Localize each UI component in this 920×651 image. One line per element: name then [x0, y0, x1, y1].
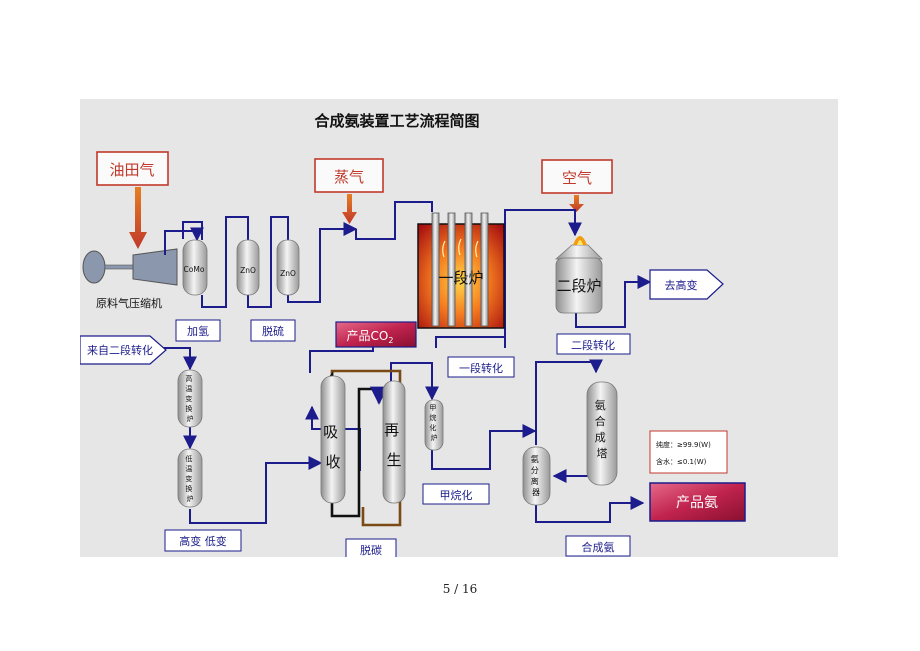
separator-char-3: 离 [531, 476, 539, 486]
tower-char-2: 合 [595, 414, 606, 428]
hydrogenation-label: 加氢 [187, 324, 209, 338]
compressor-label: 原料气压缩机 [96, 296, 162, 310]
lt-char-2: 温 [185, 464, 192, 473]
air-label: 空气 [562, 169, 592, 187]
desulfurization-label: 脱硫 [262, 324, 284, 338]
methanator-char-1: 甲 [429, 404, 436, 412]
rich-solution-loop [330, 369, 402, 527]
steam-input: 蒸气 [314, 158, 384, 193]
primary-reformer: 一段炉 [417, 212, 505, 329]
synthesis-label-box: 合成氨 [565, 535, 631, 557]
product-co2-box: 产品CO2 [335, 321, 417, 348]
secondary-reforming-label-box: 二段转化 [556, 333, 631, 355]
absorber-char-1: 吸 [323, 423, 338, 441]
from-secondary-arrow: 来自二段转化 [79, 335, 167, 365]
svg-text:产品CO2: 产品CO2 [347, 329, 394, 345]
air-input: 空气 [541, 159, 613, 194]
oilfield-gas-label: 油田气 [109, 161, 154, 179]
methanator-char-2: 烷 [429, 413, 436, 422]
product-spec-box: 纯度：≥99.9(W) 含水：≤0.1(W) [649, 430, 728, 474]
decarbonization-label-box: 脱碳 [345, 538, 397, 560]
product-co2-subscript: 2 [388, 336, 393, 345]
primary-reforming-label-box: 一段转化 [447, 356, 515, 378]
shift-label-box: 高变 低变 [164, 529, 242, 552]
decarbonization-label: 脱碳 [360, 543, 382, 557]
secondary-reformer: 二段炉 [554, 236, 603, 314]
ammonia-separator: 氨 分 离 器 [522, 446, 551, 506]
separator-char-4: 器 [532, 488, 540, 497]
lt-char-4: 换 [185, 484, 192, 493]
shift-label: 高变 低变 [179, 534, 227, 548]
product-ammonia-box: 产品氨 [649, 482, 746, 522]
to-shift-arrow: 去高变 [649, 269, 724, 300]
high-temp-shift-converter: 高 温 变 换 炉 [177, 369, 203, 428]
from-secondary-label: 来自二段转化 [87, 343, 153, 357]
lt-char-1: 低 [185, 454, 192, 463]
lt-char-5: 炉 [187, 494, 194, 503]
tower-char-3: 成 [595, 431, 606, 444]
desulfurization-label-box: 脱硫 [250, 319, 296, 342]
ammonia-synthesis-tower: 氨 合 成 塔 [586, 381, 618, 486]
process-flow-diagram: 合成氨装置工艺流程简图 油田气 蒸气 空气 原料气压缩机 [79, 112, 746, 560]
svg-text:氨 合 成 塔: 氨 合 成 塔 [595, 399, 610, 460]
zno2-label: ZnO [280, 269, 296, 278]
to-shift-label: 去高变 [665, 278, 698, 292]
ht-char-4: 换 [185, 404, 192, 413]
oilfield-gas-arrow [129, 187, 147, 249]
methanator-char-4: 炉 [431, 433, 438, 442]
oilfield-gas-input: 油田气 [96, 151, 169, 186]
svg-text:氨 分 离 器: 氨 分 离 器 [531, 454, 542, 497]
svg-text:吸 收: 吸 收 [323, 423, 343, 471]
diagram-title: 合成氨装置工艺流程简图 [313, 112, 479, 130]
como-label: CoMo [184, 265, 205, 274]
ht-char-1: 高 [185, 374, 192, 383]
purity-spec: 纯度：≥99.9(W) [656, 440, 711, 449]
regenerator-char-1: 再 [384, 421, 399, 439]
secondary-reforming-label: 二段转化 [571, 338, 615, 352]
ht-char-2: 温 [185, 384, 192, 393]
zno1-label: ZnO [240, 266, 256, 275]
regenerator-char-2: 生 [386, 451, 401, 469]
zno-reactor-2: ZnO [276, 239, 300, 296]
svg-text:低 温 变 换: 低 温 变 换 炉 [185, 454, 194, 503]
como-reactor: CoMo [182, 239, 208, 296]
diagram-panel: 合成氨装置工艺流程简图 油田气 蒸气 空气 原料气压缩机 [79, 99, 838, 560]
primary-reforming-label: 一段转化 [459, 361, 503, 375]
methanation-label: 甲烷化 [440, 488, 473, 502]
product-ammonia-label: 产品氨 [676, 495, 718, 511]
feed-gas-compressor [82, 248, 178, 286]
absorber-char-2: 收 [325, 453, 340, 471]
steam-label: 蒸气 [334, 168, 364, 186]
separator-char-1: 氨 [531, 454, 539, 464]
lt-char-3: 变 [185, 474, 192, 483]
absorber-column: 吸 收 [320, 375, 346, 504]
low-temp-shift-converter: 低 温 变 换 炉 [177, 448, 203, 508]
tower-char-4: 塔 [597, 447, 608, 460]
synthesis-label: 合成氨 [582, 540, 615, 554]
regenerator-column: 再 生 [382, 380, 406, 504]
methanator: 甲 烷 化 炉 [424, 399, 444, 451]
page-number: 5 / 16 [442, 582, 478, 596]
water-spec: 含水：≤0.1(W) [656, 457, 707, 466]
air-arrow [569, 195, 584, 212]
ht-char-3: 变 [185, 394, 192, 403]
steam-arrow [342, 194, 357, 224]
methanator-char-3: 化 [429, 423, 436, 432]
secondary-furnace-label: 二段炉 [556, 277, 601, 295]
separator-char-2: 分 [531, 466, 539, 475]
ht-char-5: 炉 [187, 414, 194, 423]
lean-solution-loop [330, 386, 389, 518]
hydrogenation-label-box: 加氢 [175, 319, 221, 342]
svg-text:高 温 变 换: 高 温 变 换 炉 [185, 374, 194, 423]
methanation-label-box: 甲烷化 [422, 483, 490, 505]
svg-text:甲 烷 化 炉: 甲 烷 化 炉 [429, 404, 438, 442]
primary-furnace-label: 一段炉 [438, 269, 483, 287]
zno-reactor-1: ZnO [236, 239, 260, 296]
svg-text:再 生: 再 生 [384, 421, 404, 469]
product-co2-label: 产品CO [347, 329, 389, 343]
tower-char-1: 氨 [595, 399, 606, 412]
